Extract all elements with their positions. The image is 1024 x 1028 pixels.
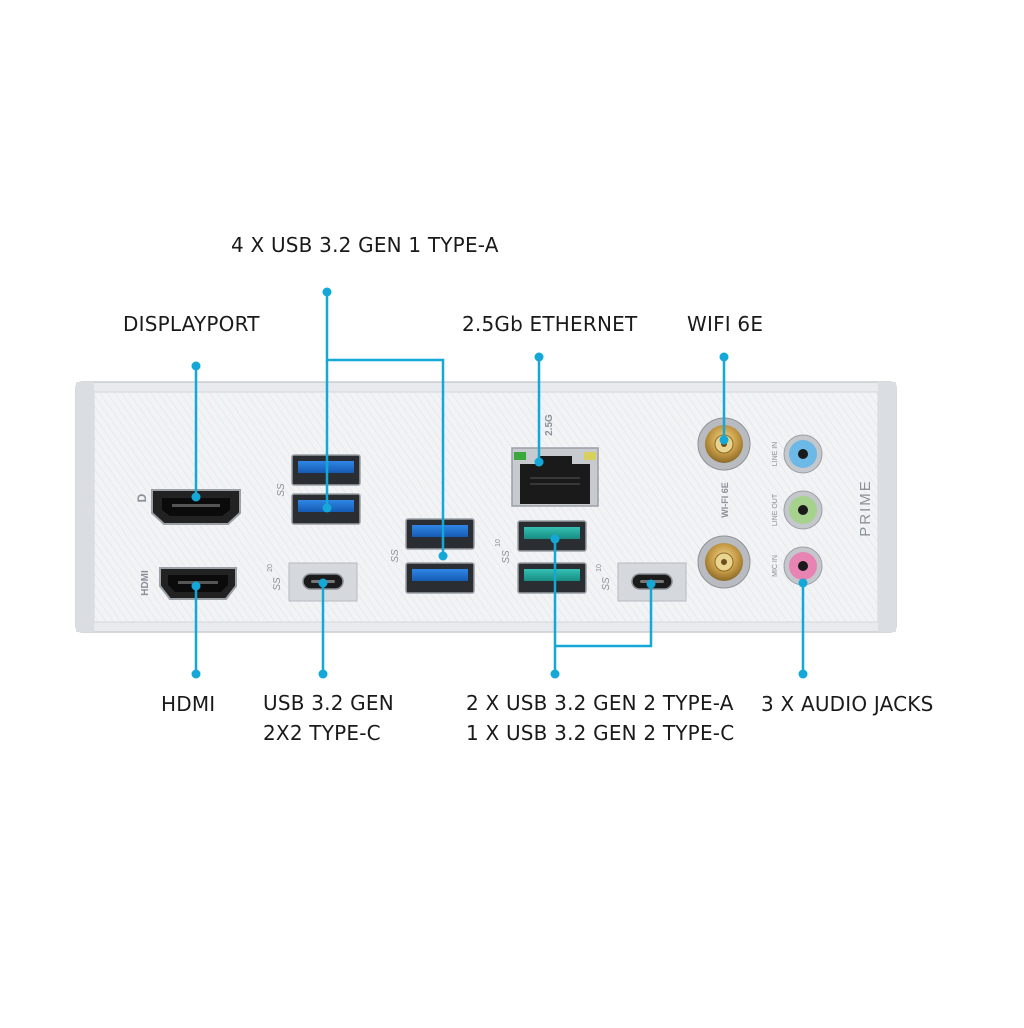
ss20-label: 20 <box>267 564 274 572</box>
leader-usb-gen2-branch <box>555 584 653 648</box>
label-usb-gen2-line1: 2 X USB 3.2 GEN 2 TYPE-A <box>466 691 734 715</box>
ss10-label: 10 <box>596 564 603 572</box>
ss10-label: 10 <box>495 539 502 547</box>
superspeed-logo-icon: SS <box>276 483 287 497</box>
label-usb-2x2: USB 3.2 GEN 2X2 TYPE-C <box>263 688 394 748</box>
callout-dots <box>191 287 808 679</box>
audio-jack-mic-in <box>783 546 823 586</box>
superspeed-logo-icon: SS <box>601 577 612 591</box>
label-usb-2x2-line1: USB 3.2 GEN <box>263 691 394 715</box>
dp-logo-icon: D <box>135 493 149 502</box>
displayport-port <box>151 489 241 525</box>
lan-speed-label: 2.5G <box>544 414 555 436</box>
superspeed-logo-icon: SS <box>390 549 401 563</box>
label-usb-gen2-line2: 1 X USB 3.2 GEN 2 TYPE-C <box>466 721 735 745</box>
callout-lines <box>194 292 805 674</box>
hdmi-panel-label: HDMI <box>140 570 151 596</box>
label-usb-2x2-line2: 2X2 TYPE-C <box>263 721 381 745</box>
audio-jack-line-out <box>783 490 823 530</box>
audio-label-mic-in: MIC IN <box>772 555 779 577</box>
label-wifi: WIFI 6E <box>687 312 764 336</box>
usb-gen1-port <box>405 562 475 594</box>
usb-gen2-port <box>517 562 587 594</box>
wifi-antenna-connector <box>697 535 751 589</box>
usb-gen1-port <box>405 518 475 550</box>
label-displayport: DISPLAYPORT <box>123 312 260 336</box>
label-hdmi: HDMI <box>161 692 216 716</box>
superspeed-logo-icon: SS <box>272 577 283 591</box>
ethernet-port <box>511 447 599 507</box>
leader-usb-gen1 <box>325 292 445 556</box>
label-ethernet: 2.5Gb ETHERNET <box>462 312 638 336</box>
wifi-panel-label: WI-FI 6E <box>720 482 730 518</box>
label-usb-gen1: 4 X USB 3.2 GEN 1 TYPE-A <box>231 233 499 257</box>
audio-jack-line-in <box>783 434 823 474</box>
label-usb-gen2: 2 X USB 3.2 GEN 2 TYPE-A 1 X USB 3.2 GEN… <box>466 688 734 748</box>
audio-label-line-out: LINE OUT <box>772 493 779 526</box>
audio-label-line-in: LINE IN <box>772 442 779 467</box>
superspeed-logo-icon: SS <box>501 550 512 564</box>
brand-label: PRIME <box>857 479 874 537</box>
label-audio: 3 X AUDIO JACKS <box>761 692 934 716</box>
io-shield-panel <box>75 381 897 633</box>
